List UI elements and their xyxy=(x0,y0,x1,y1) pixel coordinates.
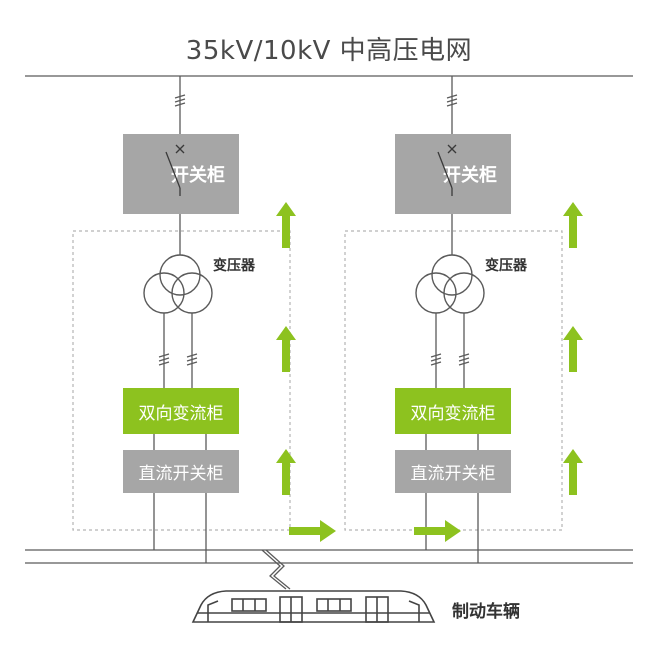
three-phase-mark-icon xyxy=(158,353,198,366)
dc-switchgear-box-1: 直流开关柜 xyxy=(123,450,239,493)
breaker-switch-icon xyxy=(437,144,457,196)
breaker-switch-icon xyxy=(165,144,185,196)
transformer-icon xyxy=(415,254,485,314)
switchgear-box-1: 开关柜 xyxy=(123,134,239,214)
pantograph-icon xyxy=(261,549,291,590)
right-arrow-icon xyxy=(414,520,461,542)
three-phase-mark-icon xyxy=(446,94,458,107)
converter-label: 双向变流柜 xyxy=(410,403,496,424)
up-arrow-icon xyxy=(276,449,296,495)
switchgear-label: 开关柜 xyxy=(443,165,497,186)
up-arrow-icon xyxy=(563,202,583,248)
dashed-frame-1 xyxy=(72,230,291,531)
converter-box-1: 双向变流柜 xyxy=(123,388,239,434)
transformer-label: 变压器 xyxy=(213,258,255,274)
dc-switchgear-label: 直流开关柜 xyxy=(410,464,496,484)
three-phase-mark-icon xyxy=(430,353,470,366)
three-phase-mark-icon xyxy=(174,94,186,107)
train-label: 制动车辆 xyxy=(452,602,520,622)
up-arrow-icon xyxy=(563,449,583,495)
dc-switchgear-box-2: 直流开关柜 xyxy=(395,450,511,493)
switchgear-label: 开关柜 xyxy=(171,165,225,186)
up-arrow-icon xyxy=(276,202,296,248)
transformer-icon xyxy=(143,254,213,314)
converter-label: 双向变流柜 xyxy=(138,403,224,424)
dc-switchgear-label: 直流开关柜 xyxy=(138,464,224,484)
up-arrow-icon xyxy=(276,326,296,372)
page-title: 35kV/10kV 中高压电网 xyxy=(185,36,473,66)
transformer-label: 变压器 xyxy=(485,258,527,274)
right-arrow-icon xyxy=(289,520,336,542)
converter-box-2: 双向变流柜 xyxy=(395,388,511,434)
switchgear-box-2: 开关柜 xyxy=(395,134,511,214)
train-icon xyxy=(191,590,436,623)
up-arrow-icon xyxy=(563,326,583,372)
